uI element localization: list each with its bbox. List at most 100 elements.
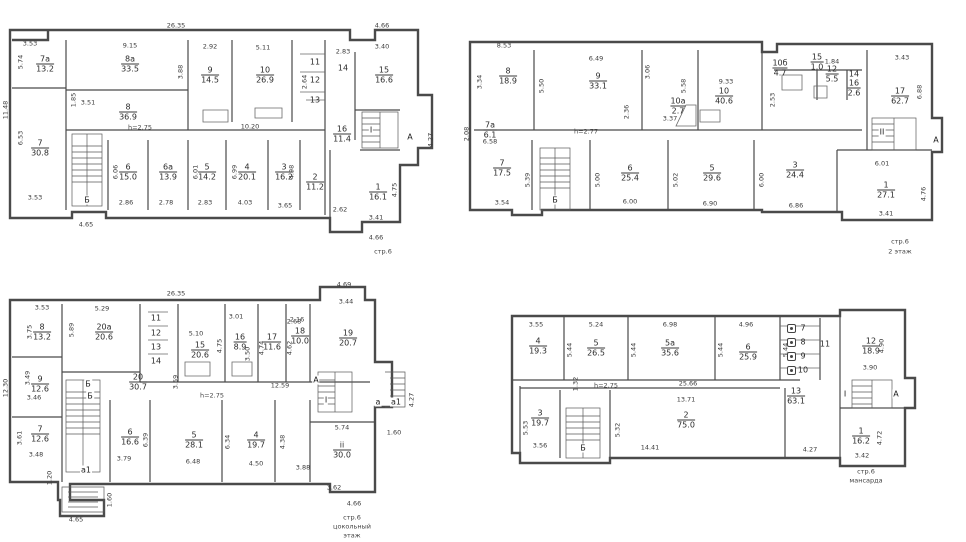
dimension-label: 3.51 xyxy=(80,98,96,107)
dimension-label: 2.68 xyxy=(286,317,302,326)
toilet-icon xyxy=(787,366,796,375)
dimension-label: 2.78 xyxy=(158,198,174,207)
stair-label: а xyxy=(374,397,382,407)
dimension-label: 4.69 xyxy=(336,280,352,289)
dimension-label: 3.50 xyxy=(243,346,252,362)
stair-label: Б xyxy=(83,195,91,205)
dimension-label: 5.44 xyxy=(716,342,725,358)
stair-block-left xyxy=(565,407,601,459)
plan-caption: этаж xyxy=(343,531,361,540)
dimension-label: 6.98 xyxy=(662,320,678,329)
dimension-label: 5.39 xyxy=(523,172,532,188)
toilet-icon xyxy=(787,352,796,361)
dimension-label: 3.42 xyxy=(854,451,870,460)
dimension-label: 2.16 xyxy=(289,315,305,324)
dimension-label: 3.88 xyxy=(176,64,185,80)
room-label: 14 xyxy=(150,356,162,366)
dimension-label: 4.66 xyxy=(346,499,362,508)
dimension-label: 3.43 xyxy=(894,53,910,62)
stair-block-left xyxy=(539,147,571,211)
dimension-label: 6.48 xyxy=(185,457,201,466)
dimension-label: 3.48 xyxy=(28,450,44,459)
ceiling-height-mark: h=2.77 xyxy=(573,127,599,136)
dimension-label: 11.48 xyxy=(1,100,10,120)
stair-label: A xyxy=(892,389,900,399)
dimension-label: 8.53 xyxy=(496,41,512,50)
stair-label: II xyxy=(878,127,886,137)
dimension-label: 3.06 xyxy=(643,64,652,80)
dimension-label: 6.34 xyxy=(223,434,232,450)
room-label: 9 xyxy=(800,351,806,361)
ceiling-height-mark: h=2.75 xyxy=(127,123,153,132)
plan-caption: стр.6 xyxy=(374,247,392,256)
dimension-label: 2.08 xyxy=(462,126,471,142)
room-label: 13 xyxy=(309,95,321,105)
dimension-label: 1.32 xyxy=(571,376,580,392)
dimension-label: 4.38 xyxy=(278,434,287,450)
dimension-label: 4.62 xyxy=(285,340,294,356)
dimension-label: 3.41 xyxy=(368,213,384,222)
dimension-label: 3.37 xyxy=(662,114,678,123)
dimension-label: 26.35 xyxy=(166,21,186,30)
room-label: 11 xyxy=(819,339,831,349)
stair-block-right xyxy=(361,111,399,149)
dimension-label: 5.11 xyxy=(255,43,271,52)
dimension-label: 6.88 xyxy=(915,84,924,100)
dimension-label: 3.55 xyxy=(528,320,544,329)
dimension-label: 25.66 xyxy=(678,379,698,388)
room-label: 7 xyxy=(800,323,806,333)
ceiling-height-mark: h=2.75 xyxy=(593,381,619,390)
dimension-label: 6.53 xyxy=(16,130,25,146)
dimension-label: 4.96 xyxy=(738,320,754,329)
dimension-label: 2.83 xyxy=(335,47,351,56)
dimension-label: 5.24 xyxy=(588,320,604,329)
dimension-label: 6.00 xyxy=(757,172,766,188)
stair-label: A xyxy=(312,375,320,385)
dimension-label: 1.60 xyxy=(105,492,114,508)
stair-label: Б xyxy=(84,379,92,389)
plan-bottom-right-walls xyxy=(510,308,917,468)
dimension-label: 2.62 xyxy=(332,205,348,214)
dimension-label: 3.61 xyxy=(15,430,24,446)
room-label: 14 xyxy=(337,63,349,73)
dimension-label: 3.53 xyxy=(27,193,43,202)
dimension-label: 6.58 xyxy=(482,137,498,146)
plan-caption: стр.6 xyxy=(343,513,361,522)
dimension-label: 6.01 xyxy=(874,159,890,168)
dimension-label: 5.50 xyxy=(537,78,546,94)
stair-block-right xyxy=(317,371,353,413)
dimension-label: 2.36 xyxy=(622,104,631,120)
dimension-label: 1.60 xyxy=(386,428,402,437)
dimension-label: 3.40 xyxy=(374,42,390,51)
room-label: 13 xyxy=(150,342,162,352)
dimension-label: 4.27 xyxy=(802,445,818,454)
stair-label: Б xyxy=(86,391,94,401)
room-label: 12 xyxy=(150,328,162,338)
dimension-label: 5.44 xyxy=(565,342,574,358)
dimension-label: 5.53 xyxy=(521,420,530,436)
dimension-label: 5.74 xyxy=(16,54,25,70)
dimension-label: 4.27 xyxy=(426,132,435,148)
dimension-label: 4.75 xyxy=(215,338,224,354)
dimension-label: 4.74 xyxy=(257,340,266,356)
stair-label: Б xyxy=(579,443,587,453)
